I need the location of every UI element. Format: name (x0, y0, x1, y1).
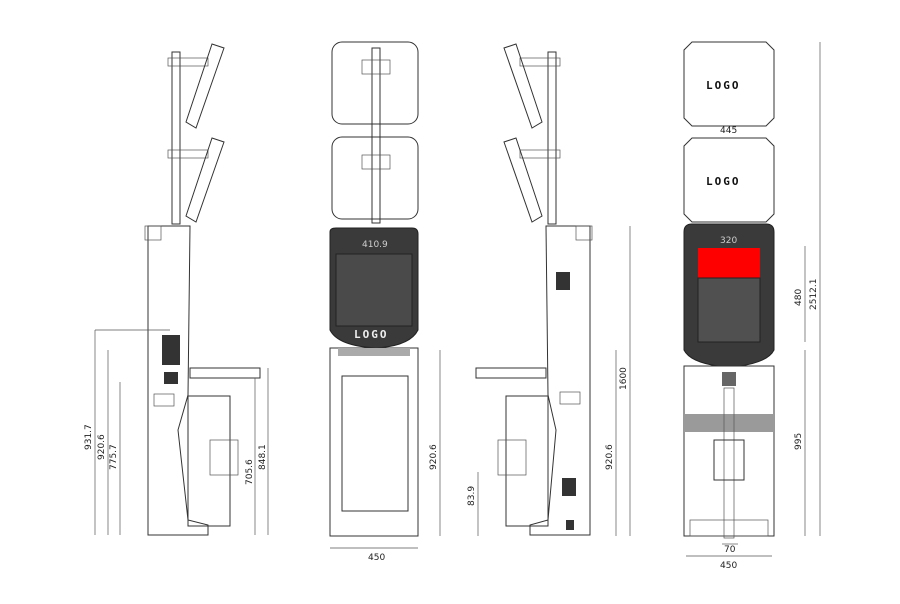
dim-back-2512-1: 2512.1 (809, 279, 819, 311)
right-side-view: 1600 920.6 83.9 (467, 43, 631, 536)
dim-left-705-6: 705.6 (245, 459, 255, 485)
back-logo-top: LOGO (706, 79, 741, 92)
dim-back-480: 480 (794, 289, 804, 306)
dim-back-450: 450 (720, 561, 737, 571)
dim-back-70: 70 (724, 545, 736, 555)
dim-back-320: 320 (720, 236, 737, 246)
dim-back-995: 995 (794, 433, 804, 450)
dim-front-450: 450 (368, 553, 385, 563)
back-logo-bottom: LOGO (706, 175, 741, 188)
dim-front-920-6: 920.6 (429, 444, 439, 470)
back-view: LOGO LOGO 445 320 450 70 480 2512.1 995 (683, 41, 821, 571)
front-view: 410.9 LOGO 450 920.6 (329, 41, 441, 563)
dim-left-920-6: 920.6 (97, 434, 107, 460)
dim-right-920-6: 920.6 (605, 444, 615, 470)
dim-left-775-7: 775.7 (109, 444, 119, 470)
left-side-view: 931.7 920.6 775.7 705.6 848.1 (84, 43, 269, 536)
dim-right-1600: 1600 (619, 367, 629, 390)
front-screen-width: 410.9 (362, 240, 388, 250)
front-logo: LOGO (354, 328, 389, 341)
dim-right-83-9: 83.9 (467, 486, 477, 506)
dim-left-931-7: 931.7 (84, 424, 94, 450)
dim-left-848-1: 848.1 (258, 444, 268, 470)
dim-back-445: 445 (720, 126, 737, 136)
